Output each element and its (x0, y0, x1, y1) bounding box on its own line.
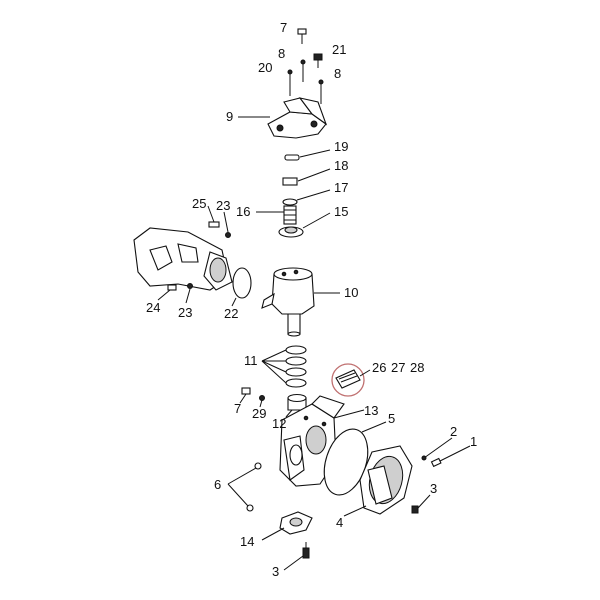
callout-26: 26 (372, 360, 386, 375)
callout-2: 2 (450, 424, 457, 439)
callout-25: 25 (192, 196, 206, 211)
callout-28: 28 (410, 360, 424, 375)
callout-23-upper: 23 (216, 198, 230, 213)
part-17-oring (282, 189, 331, 206)
callout-7-top: 7 (280, 20, 287, 35)
part-9-bracket (238, 97, 328, 139)
callout-1: 1 (470, 434, 477, 449)
callout-14: 14 (240, 534, 254, 549)
part-10-housing (261, 267, 340, 337)
part-8-pins (287, 59, 324, 104)
callout-3-bottom: 3 (272, 564, 279, 579)
callout-23-lower: 23 (178, 305, 192, 320)
callout-18: 18 (334, 158, 348, 173)
part-extension-housing (133, 227, 233, 291)
part-4-cover (343, 445, 413, 517)
callout-12: 12 (272, 416, 286, 431)
part-24-bolt (157, 284, 177, 301)
callout-3-right: 3 (430, 481, 437, 496)
callout-15: 15 (334, 204, 348, 219)
callout-22: 22 (224, 306, 238, 321)
callout-17: 17 (334, 180, 348, 195)
part-7-top-screw (297, 28, 307, 44)
callout-7-lower: 7 (234, 401, 241, 416)
callout-29: 29 (252, 406, 266, 421)
part-15-cover (278, 212, 331, 238)
callout-21: 21 (332, 42, 346, 57)
part-23-bolt-upper (223, 211, 231, 238)
part-19-pin (284, 149, 331, 161)
part-1-bolt (430, 445, 471, 468)
callout-27: 27 (391, 360, 405, 375)
callout-8-right: 8 (334, 66, 341, 81)
part-7-lower-bolt (239, 387, 251, 404)
part-3-bolt-right (411, 494, 431, 514)
part-26-27-28-pads (331, 363, 371, 397)
part-23-bolt-lower (185, 283, 193, 304)
callout-6: 6 (214, 477, 221, 492)
callout-19: 19 (334, 139, 348, 154)
part-14-flange (261, 511, 313, 541)
part-18-plug (282, 168, 331, 186)
callout-9: 9 (226, 109, 233, 124)
part-22-gasket (231, 267, 252, 307)
callout-24: 24 (146, 300, 160, 315)
part-6-plugs (227, 462, 262, 512)
part-25-bolt (207, 205, 220, 228)
callout-8-top: 8 (278, 46, 285, 61)
part-16-spring (256, 205, 297, 225)
part-3-bolt-bottom (283, 542, 310, 571)
callout-4: 4 (336, 515, 343, 530)
part-11-shims (261, 345, 307, 388)
part-2-bolt (421, 437, 453, 461)
callout-13: 13 (364, 403, 378, 418)
callout-20: 20 (258, 60, 272, 75)
part-21-bolt (313, 53, 323, 68)
part-13-case (279, 395, 365, 487)
callout-11: 11 (244, 353, 258, 368)
callout-5: 5 (388, 411, 395, 426)
callout-16: 16 (236, 204, 250, 219)
callout-10: 10 (344, 285, 358, 300)
part-29-dowel (259, 395, 265, 408)
